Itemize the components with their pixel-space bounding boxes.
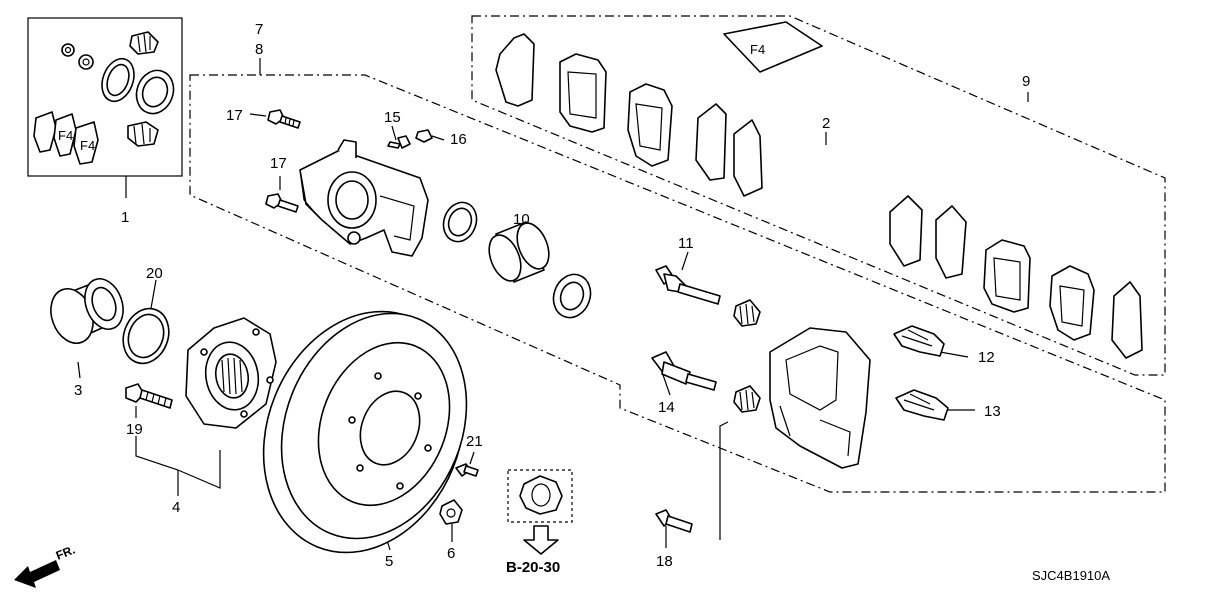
- callout-5: 5: [385, 553, 393, 570]
- callout-11: 11: [678, 235, 694, 252]
- piston-and-seals: [442, 201, 592, 319]
- svg-text:F4: F4: [750, 42, 765, 57]
- callout-20: 20: [146, 265, 163, 282]
- callout-19: 19: [126, 421, 143, 438]
- snap-ring: [122, 307, 170, 365]
- callout-6: 6: [447, 545, 455, 562]
- callout-17b: 17: [270, 155, 287, 172]
- callout-16: 16: [450, 131, 467, 148]
- bracket-bolt: [655, 509, 693, 533]
- arrow-down-icon: [523, 525, 559, 555]
- svg-text:F4: F4: [58, 128, 73, 143]
- slide-pins: [651, 265, 761, 413]
- callout-2: 2: [822, 115, 830, 132]
- brake-pads-and-shims: F4: [495, 21, 1143, 359]
- reference-nut-box: [507, 469, 573, 523]
- callout-21: 21: [466, 433, 483, 450]
- wheel-bearing: [50, 278, 124, 344]
- seal-kit-parts: F4 F4: [33, 31, 175, 165]
- callout-14: 14: [658, 399, 675, 416]
- reference-label: B-20-30: [506, 559, 560, 576]
- caliper-bracket: [769, 327, 871, 469]
- callout-18: 18: [656, 553, 673, 570]
- callout-13: 13: [984, 403, 1001, 420]
- callout-1: 1: [121, 209, 129, 226]
- callout-10: 10: [513, 211, 530, 228]
- hub-nut: [439, 499, 463, 525]
- callout-8: 8: [255, 41, 263, 58]
- front-marker-label: FR.: [54, 543, 77, 563]
- svg-text:F4: F4: [80, 138, 95, 153]
- callout-12: 12: [978, 349, 995, 366]
- brake-disc: [262, 310, 468, 554]
- callout-3: 3: [74, 382, 82, 399]
- front-arrow-icon: [14, 560, 60, 588]
- caliper-assembly-boundary: [189, 74, 1166, 493]
- caliper-bolts: [265, 109, 433, 213]
- pad-set-boundary: [471, 15, 1166, 376]
- seal-kit-box: [27, 17, 183, 177]
- caliper-body: [299, 139, 429, 257]
- disc-screw: [455, 463, 479, 477]
- callout-15: 15: [384, 109, 401, 126]
- hub-bolt: [125, 383, 173, 409]
- diagram-code: SJC4B1910A: [1032, 568, 1110, 583]
- retainer-clips: [893, 325, 949, 421]
- callout-17a: 17: [226, 107, 243, 124]
- callout-4: 4: [172, 499, 180, 516]
- hub-unit: [185, 317, 277, 429]
- callout-7: 7: [255, 21, 263, 38]
- callout-9: 9: [1022, 73, 1030, 90]
